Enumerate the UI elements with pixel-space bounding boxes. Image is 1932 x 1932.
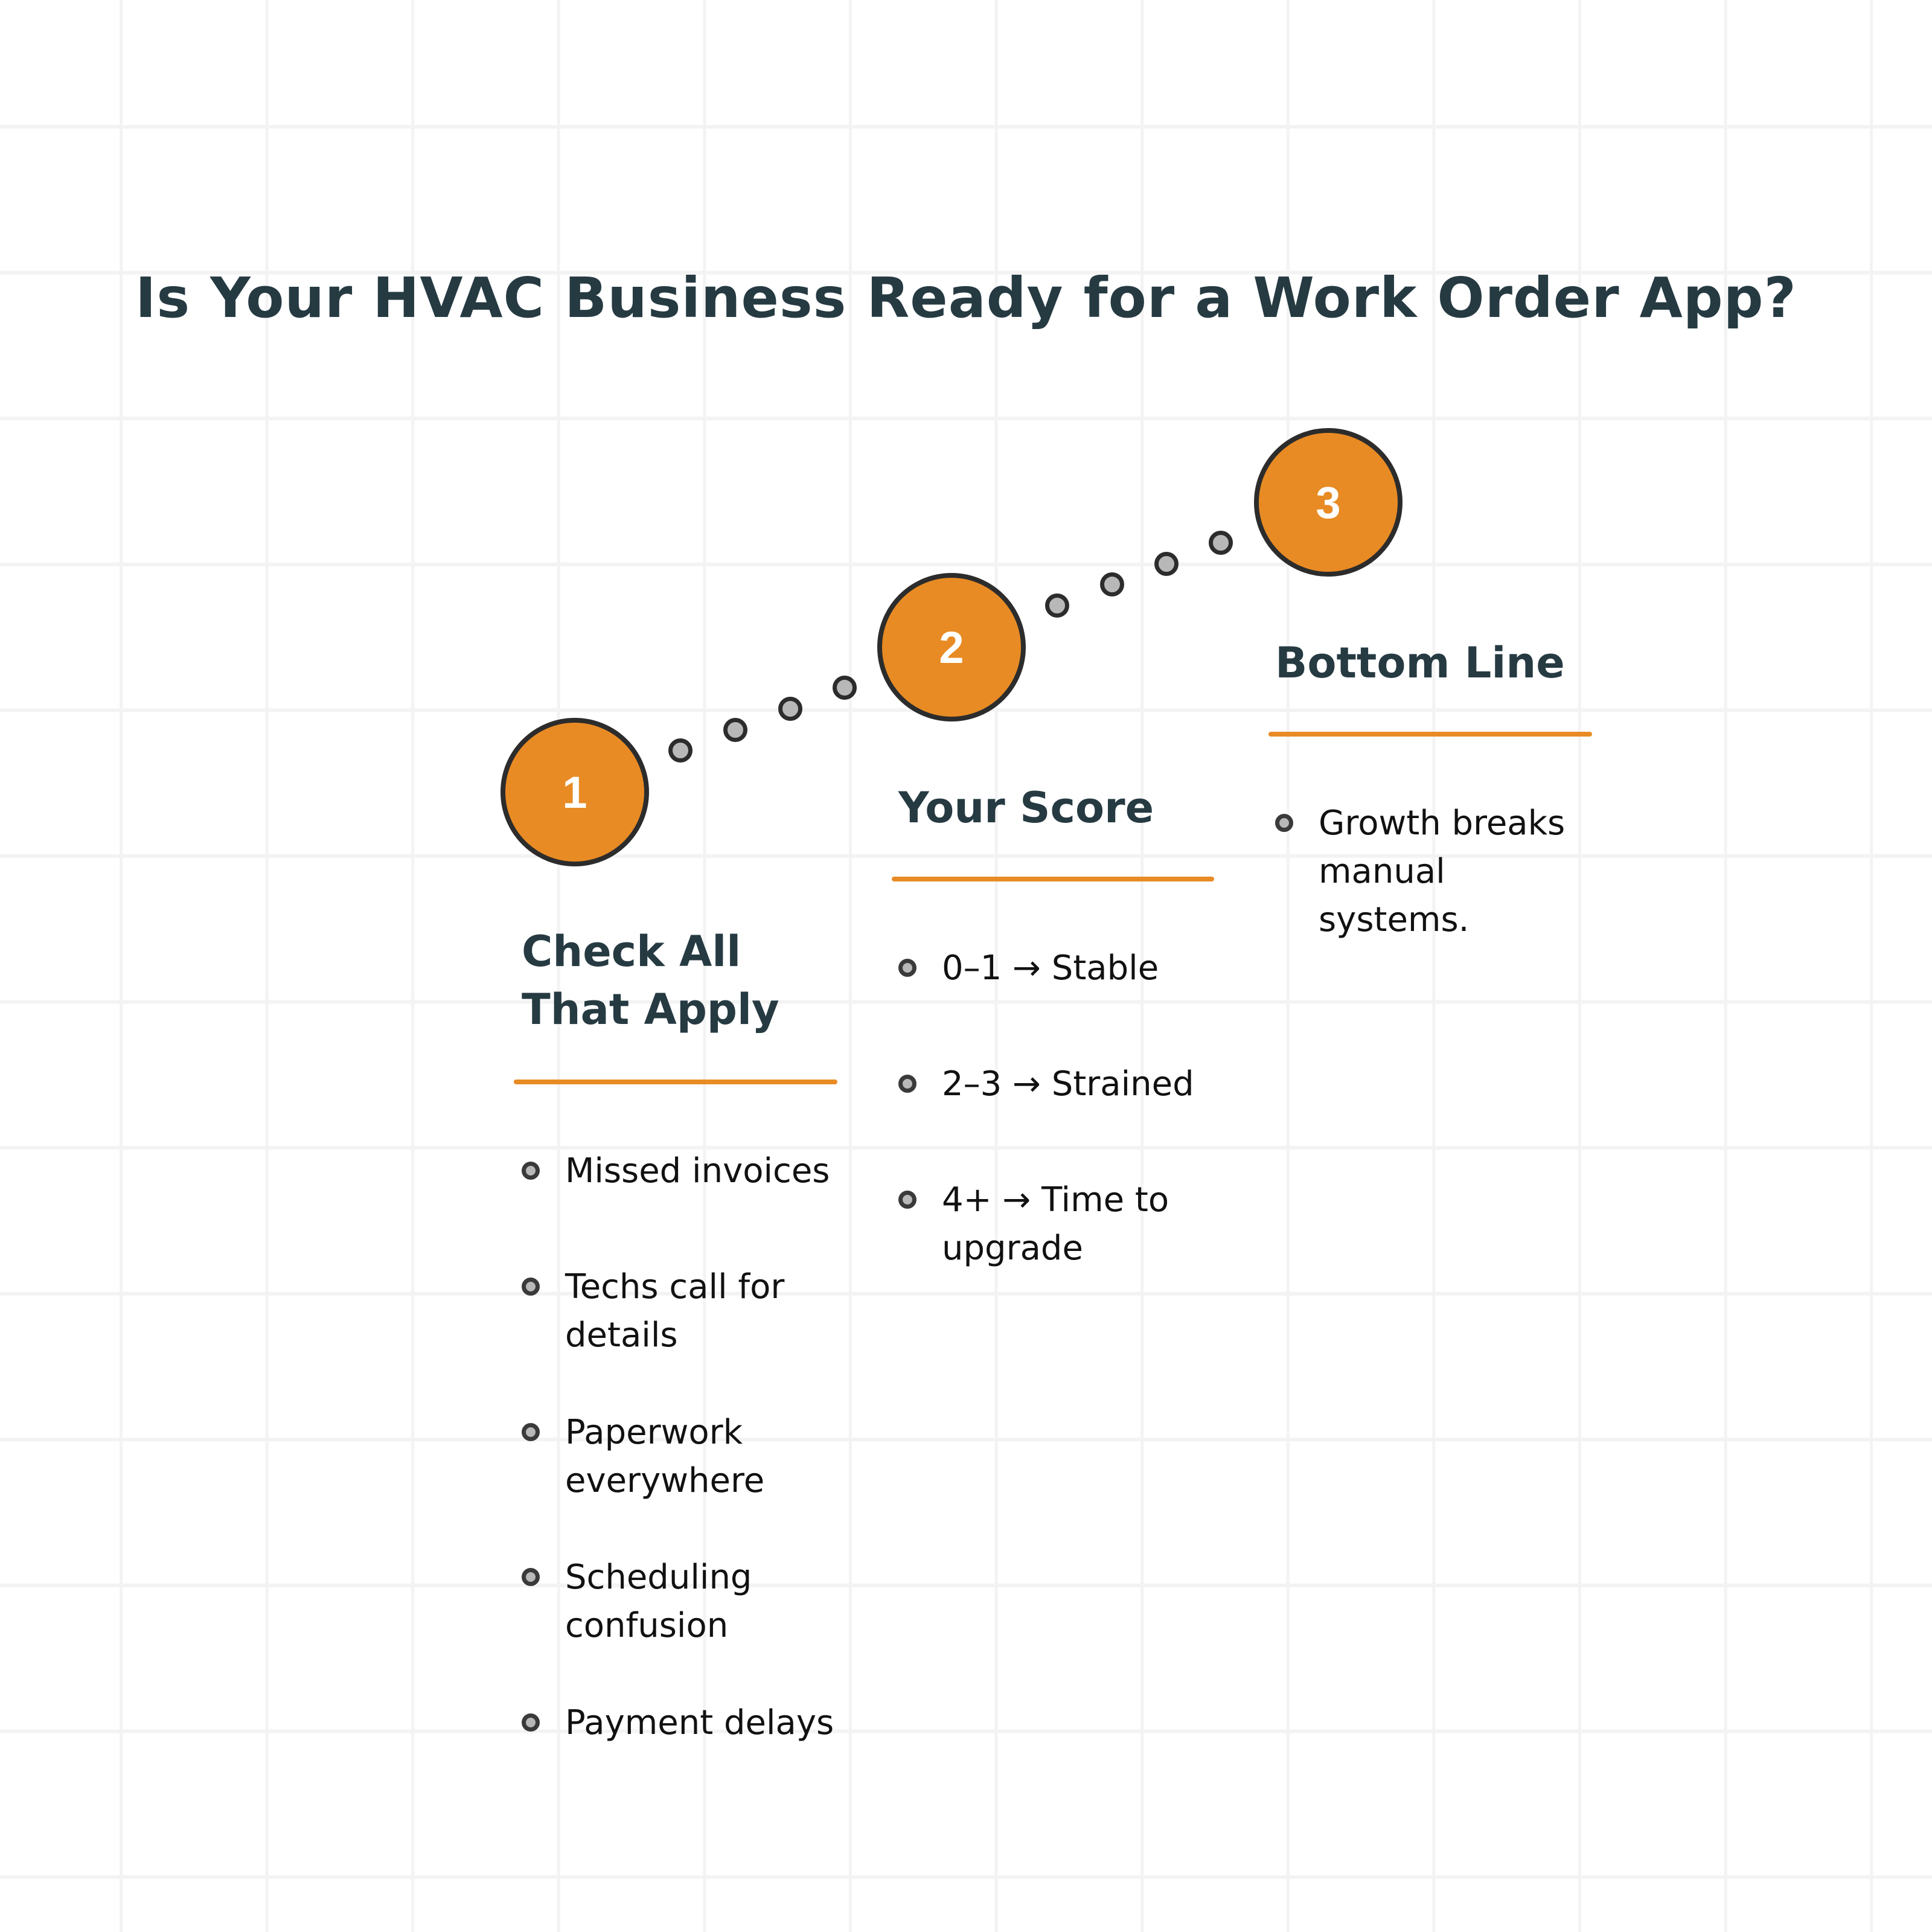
step-3-heading-wrap: Bottom Line xyxy=(1275,634,1613,692)
list-item-text: 4+ → Time to upgrade xyxy=(942,1180,1169,1268)
connector-dot-icon xyxy=(1100,572,1124,597)
list-item: Scheduling confusion xyxy=(522,1553,787,1650)
step-1-divider xyxy=(514,1080,837,1084)
connector-dot-icon xyxy=(723,718,747,742)
bullet-icon xyxy=(522,1423,540,1441)
bullet-icon xyxy=(522,1162,540,1180)
list-item: Missed invoices xyxy=(522,1147,860,1195)
connector-dot-icon xyxy=(778,697,802,721)
list-item: 4+ → Time to upgrade xyxy=(898,1176,1188,1273)
step-3-divider xyxy=(1268,732,1592,737)
bullet-icon xyxy=(898,1075,916,1093)
connector-dot-icon xyxy=(1154,552,1179,576)
step-1-circle: 1 xyxy=(501,718,649,866)
bullet-icon xyxy=(898,959,916,977)
list-item-text: Techs call for details xyxy=(565,1267,785,1355)
list-item-text: 0–1 → Stable xyxy=(942,948,1159,988)
connector-dot-icon xyxy=(1209,531,1233,555)
connector-dot-icon xyxy=(833,676,857,700)
list-item-text: Scheduling confusion xyxy=(565,1558,752,1645)
list-item: Techs call for details xyxy=(522,1263,787,1360)
list-item: Payment delays xyxy=(522,1699,860,1747)
list-item: Paperwork everywhere xyxy=(522,1409,787,1505)
bullet-icon xyxy=(522,1568,540,1586)
connector-dot-icon xyxy=(668,738,693,763)
step-2-heading: Your Score xyxy=(898,783,1154,833)
bullet-icon xyxy=(1275,814,1293,832)
step-3-number: 3 xyxy=(1316,477,1341,528)
list-item-text: Payment delays xyxy=(565,1703,834,1742)
list-item: 2–3 → Strained xyxy=(898,1060,1236,1108)
step-3-heading: Bottom Line xyxy=(1275,638,1565,688)
list-item-text: 2–3 → Strained xyxy=(942,1064,1194,1104)
step-2-circle: 2 xyxy=(877,573,1026,721)
list-item-text: Missed invoices xyxy=(565,1151,830,1191)
list-item-text: Growth breaks manual systems. xyxy=(1319,804,1566,939)
step-2-heading-wrap: Your Score xyxy=(898,779,1236,837)
step-2-divider xyxy=(892,877,1214,881)
list-item: Growth breaks manual systems. xyxy=(1275,799,1589,944)
bullet-icon xyxy=(522,1278,540,1296)
step-1-heading: Check All That Apply xyxy=(522,927,779,1034)
step-3-circle: 3 xyxy=(1254,428,1403,577)
page-title: Is Your HVAC Business Ready for a Work O… xyxy=(135,266,1797,330)
list-item-text: Paperwork everywhere xyxy=(565,1413,765,1500)
step-1-number: 1 xyxy=(562,767,587,817)
bullet-icon xyxy=(898,1191,916,1209)
step-2-number: 2 xyxy=(939,622,964,673)
connector-dot-icon xyxy=(1045,593,1069,618)
step-1-heading-wrap: Check All That Apply xyxy=(522,923,836,1038)
bullet-icon xyxy=(522,1713,540,1732)
list-item: 0–1 → Stable xyxy=(898,944,1236,993)
